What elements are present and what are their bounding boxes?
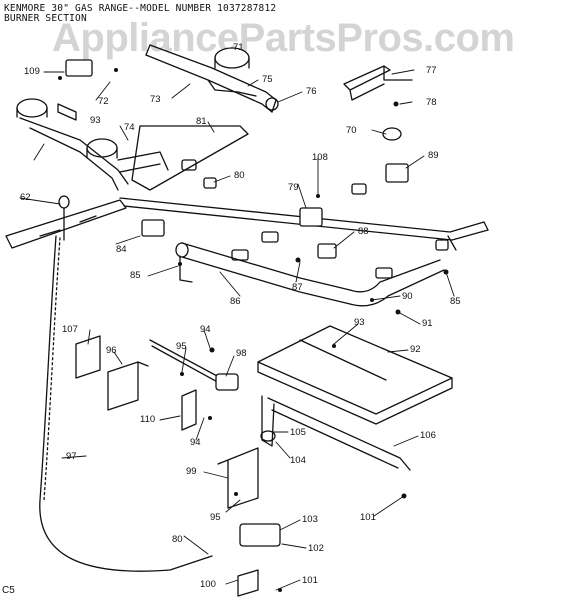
callout-71: 71 xyxy=(233,42,244,53)
callout-78: 78 xyxy=(426,97,437,108)
callout-101b: 101 xyxy=(302,575,318,586)
callout-70: 70 xyxy=(346,125,357,136)
callout-80b: 80 xyxy=(172,534,183,545)
part-100 xyxy=(237,569,259,597)
corner-code: C5 xyxy=(2,585,15,596)
leader-lines xyxy=(19,69,455,591)
heat-shield xyxy=(257,325,453,425)
rear-left-burner-tube xyxy=(16,98,169,191)
diagram-title: KENMORE 30" GAS RANGE--MODEL NUMBER 1037… xyxy=(4,3,277,14)
burner-bracket xyxy=(131,125,249,191)
valve-clips xyxy=(141,127,449,279)
callout-101: 101 xyxy=(360,512,376,523)
front-burner-tube xyxy=(260,395,411,471)
callout-85: 85 xyxy=(130,270,141,281)
ignitor-assembly xyxy=(149,339,239,431)
watermark: AppliancePartsPros.com xyxy=(52,16,515,60)
callout-87: 87 xyxy=(292,282,303,293)
callout-107: 107 xyxy=(62,324,78,335)
callout-108: 108 xyxy=(312,152,328,163)
callout-62: 62 xyxy=(20,192,31,203)
callout-79: 79 xyxy=(288,182,299,193)
callout-99: 99 xyxy=(186,466,197,477)
callout-103: 103 xyxy=(302,514,318,525)
callout-76: 76 xyxy=(306,86,317,97)
callout-95b: 95 xyxy=(210,512,221,523)
part-96 xyxy=(107,361,149,411)
manifold-frame xyxy=(119,197,489,251)
callout-86: 86 xyxy=(230,296,241,307)
callout-94: 94 xyxy=(200,324,211,335)
callout-95: 95 xyxy=(176,341,187,352)
callout-100: 100 xyxy=(200,579,216,590)
callout-92: 92 xyxy=(410,344,421,355)
callout-74: 74 xyxy=(124,122,135,133)
callout-88: 88 xyxy=(358,226,369,237)
callout-91: 91 xyxy=(422,318,433,329)
callout-81: 81 xyxy=(196,116,207,127)
part-109 xyxy=(65,59,93,77)
callout-93: 93 xyxy=(90,115,101,126)
valve-103 xyxy=(239,523,281,547)
callout-94b: 94 xyxy=(190,437,201,448)
callout-73: 73 xyxy=(150,94,161,105)
diagram-subtitle: BURNER SECTION xyxy=(4,13,87,24)
part-93 xyxy=(57,103,77,121)
callout-104: 104 xyxy=(290,455,306,466)
screws xyxy=(58,68,449,592)
callout-97: 97 xyxy=(66,451,77,462)
bracket-77 xyxy=(343,65,413,101)
thermocouple-tube xyxy=(39,235,213,572)
callout-98: 98 xyxy=(236,348,247,359)
callout-80: 80 xyxy=(234,170,245,181)
callout-77: 77 xyxy=(426,65,437,76)
callout-90: 90 xyxy=(402,291,413,302)
callout-106: 106 xyxy=(420,430,436,441)
callout-84: 84 xyxy=(116,244,127,255)
callout-110: 110 xyxy=(140,414,156,425)
callout-89: 89 xyxy=(428,150,439,161)
front-cross-plate xyxy=(5,195,127,249)
callout-109: 109 xyxy=(24,66,40,77)
part-99 xyxy=(217,447,259,509)
callout-72: 72 xyxy=(98,96,109,107)
callout-96: 96 xyxy=(106,345,117,356)
callout-85b: 85 xyxy=(450,296,461,307)
callout-105: 105 xyxy=(290,427,306,438)
callout-102: 102 xyxy=(308,543,324,554)
callout-93b: 93 xyxy=(354,317,365,328)
gas-manifold xyxy=(175,242,445,307)
part-107 xyxy=(75,335,101,379)
rear-right-burner-tube xyxy=(145,44,279,113)
callout-75: 75 xyxy=(262,74,273,85)
